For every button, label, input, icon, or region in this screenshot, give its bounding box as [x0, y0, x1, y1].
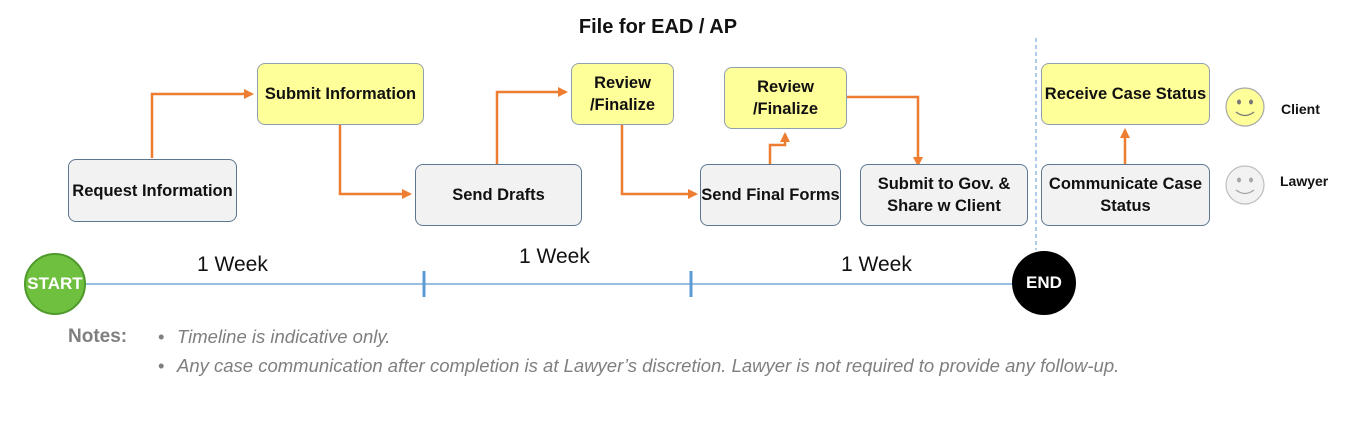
arrow-finalforms-to-review2: [768, 132, 790, 164]
notes-label: Notes:: [68, 326, 128, 347]
timeline-period-3: 1 Week: [841, 253, 912, 276]
timeline-period-1: 1 Week: [197, 253, 268, 276]
note-text: Any case communication after completion …: [177, 355, 1120, 376]
arrow-request-to-submit: [150, 89, 254, 158]
step-communicate-case-status: Communicate Case Status: [1041, 164, 1210, 226]
note-item: •Any case communication after completion…: [158, 355, 1120, 376]
arrow-review1-to-finalforms: [620, 125, 698, 199]
timeline-end-marker: END: [1012, 251, 1076, 315]
step-send-final-forms: Send Final Forms: [700, 164, 841, 226]
lawyer-smiley-icon: [1225, 165, 1265, 205]
step-review-finalize-1: Review /Finalize: [571, 63, 674, 125]
diagram-title: File for EAD / AP: [578, 16, 738, 38]
client-smiley-icon: [1225, 87, 1265, 127]
legend-lawyer-label: Lawyer: [1280, 173, 1329, 189]
arrow-submit-to-drafts: [338, 125, 412, 199]
step-request-information: Request Information: [68, 159, 237, 222]
note-item: •Timeline is indicative only.: [158, 326, 391, 347]
timeline-period-2: 1 Week: [519, 245, 590, 268]
note-text: Timeline is indicative only.: [177, 326, 391, 347]
step-receive-case-status: Receive Case Status: [1041, 63, 1210, 125]
notes-list: •Timeline is indicative only. •Any case …: [158, 322, 1119, 380]
legend-client-label: Client: [1281, 101, 1320, 117]
arrow-review2-to-submitgov: [847, 95, 923, 167]
step-submit-to-gov: Submit to Gov. & Share w Client: [860, 164, 1028, 226]
timeline-start-marker: START: [24, 253, 86, 315]
step-review-finalize-2: Review /Finalize: [724, 67, 847, 129]
step-send-drafts: Send Drafts: [415, 164, 582, 226]
step-submit-information: Submit Information: [257, 63, 424, 125]
arrow-drafts-to-review1: [495, 87, 568, 164]
